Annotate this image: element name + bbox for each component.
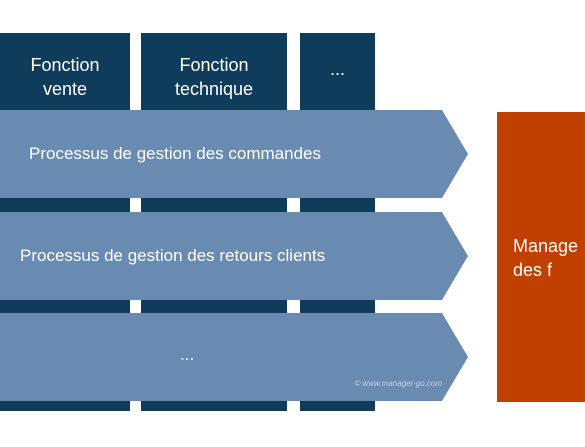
process-label: Processus de gestion des commandes — [29, 144, 321, 163]
process-arrow-commandes: Processus de gestion des commandes — [0, 110, 468, 198]
process-arrow-retours: Processus de gestion des retours clients — [0, 212, 468, 300]
process-label: ... — [180, 345, 195, 364]
process-label: Processus de gestion des retours clients — [20, 246, 326, 265]
watermark: © www.manager-go.com — [354, 379, 442, 388]
management-box: Manage des f — [497, 112, 585, 402]
management-label: Manage des f — [513, 236, 579, 280]
function-label: Fonction technique — [174, 55, 254, 99]
process-arrow-more: ... © www.manager-go.com — [0, 313, 468, 401]
function-label: Fonction vente — [30, 55, 100, 99]
function-label: ... — [329, 59, 345, 79]
